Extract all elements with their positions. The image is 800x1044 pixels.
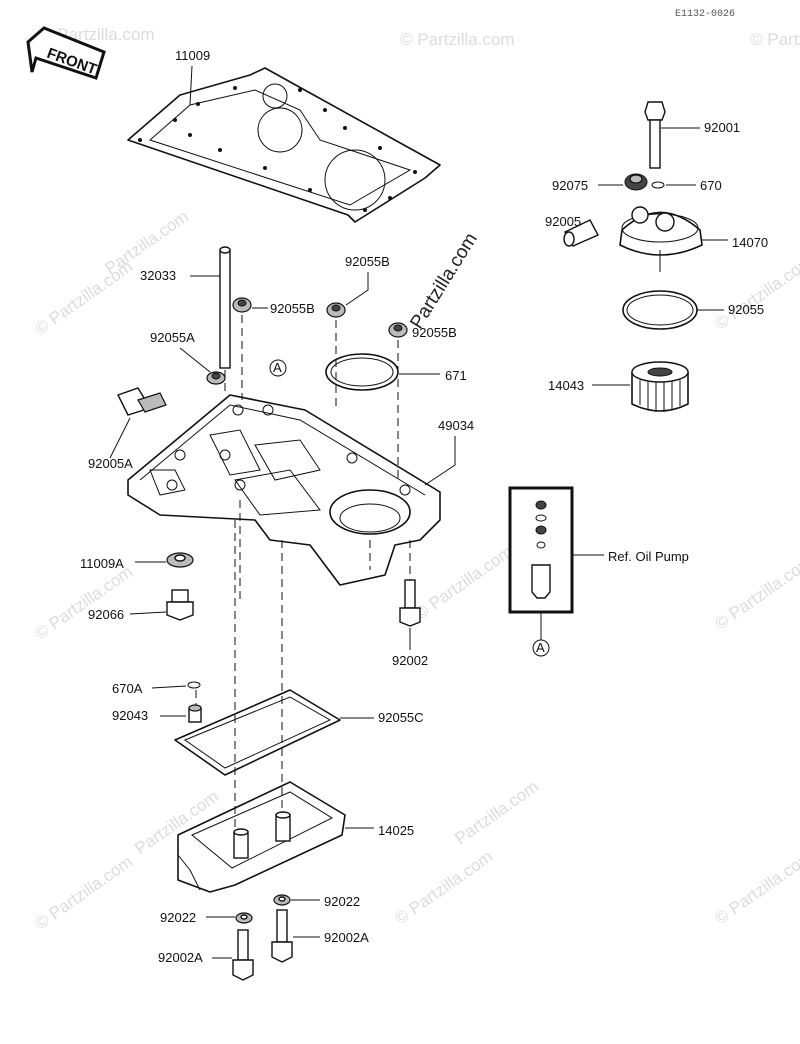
plug-92066 [166, 589, 194, 621]
seal-92055A [206, 371, 226, 385]
pin-32033 [219, 246, 231, 369]
bolt-92002A-right [271, 909, 293, 963]
reference-code: E1132-0026 [675, 9, 735, 20]
part-label-92005: 92005 [545, 214, 581, 229]
part-label-92075: 92075 [552, 178, 588, 193]
part-label-92002A-left: 92002A [158, 950, 203, 965]
part-label-32033: 32033 [140, 268, 176, 283]
callout-a-top: A [269, 359, 287, 377]
o-ring-92055 [622, 290, 698, 330]
part-label-92055B-middle: 92055B [345, 254, 390, 269]
part-label-92002: 92002 [392, 653, 428, 668]
washer-92022-left [235, 912, 253, 924]
watermarks: © Partzilla.com © Partzilla.com © Partzi… [31, 25, 800, 933]
bolt-92001 [644, 101, 666, 169]
part-label-14070: 14070 [732, 235, 768, 250]
part-label-14043: 14043 [548, 378, 584, 393]
watermark-logo-text: Partzilla.com [406, 229, 481, 332]
part-label-92005A: 92005A [88, 456, 133, 471]
part-label-92043: 92043 [112, 708, 148, 723]
part-label-92002A-right: 92002A [324, 930, 369, 945]
part-label-14025: 14025 [378, 823, 414, 838]
callout-a-text: A [536, 640, 545, 655]
part-label-92055B-left: 92055B [270, 301, 315, 316]
fitting-92005A [117, 387, 167, 416]
part-label-92022-right: 92022 [324, 894, 360, 909]
seal-92075 [624, 173, 648, 191]
cover-14070 [619, 206, 703, 272]
watermark-text: Partzilla.com [131, 787, 222, 858]
part-label-92055A: 92055A [150, 330, 195, 345]
watermark-text: © Partzilla.com [750, 30, 800, 49]
seal-92055B-middle [326, 302, 346, 318]
part-label-671: 671 [445, 368, 467, 383]
part-label-92055B-right: 92055B [412, 325, 457, 340]
watermark-text: © Partzilla.com [391, 847, 496, 928]
ref-oil-pump-box [508, 486, 574, 614]
seal-92055B-left [232, 297, 252, 313]
watermark-text: © Partzilla.com [711, 252, 800, 333]
part-label-92022-left: 92022 [160, 910, 196, 925]
part-label-670A: 670A [112, 681, 143, 696]
watermark-text: Partzilla.com [451, 777, 542, 848]
collar-92043 [188, 704, 202, 723]
part-label-49034: 49034 [438, 418, 474, 433]
bolt-92002A-left [232, 929, 254, 981]
part-label-92001: 92001 [704, 120, 740, 135]
o-ring-671 [325, 353, 399, 391]
alignment-lines [195, 315, 411, 830]
part-label-670: 670 [700, 178, 722, 193]
part-label-11009A: 11009A [80, 556, 124, 571]
o-ring-670A [187, 681, 201, 689]
seal-92055B-right [388, 322, 408, 338]
watermark-text: © Partzilla.com [411, 542, 516, 623]
watermark-text: © Partzilla.com [400, 30, 515, 49]
ref-oil-pump-label: Ref. Oil Pump [608, 549, 689, 564]
callout-a-bottom: A [532, 639, 550, 657]
part-label-11009: 11009 [175, 48, 210, 63]
gasket-92055C [174, 689, 341, 776]
part-label-92055: 92055 [728, 302, 764, 317]
watermark-text: © Partzilla.com [711, 552, 800, 633]
callout-a-text: A [273, 360, 282, 375]
washer-11009A [166, 552, 194, 568]
oil-pan-14025 [177, 781, 346, 893]
front-arrow-icon: FRONT [26, 26, 106, 80]
part-label-92066: 92066 [88, 607, 124, 622]
housing-49034 [127, 394, 441, 586]
watermark-text: © Partzilla.com [31, 852, 136, 933]
washer-92022-right [273, 894, 291, 906]
o-ring-670 [651, 181, 665, 189]
filter-14043 [631, 361, 689, 412]
gasket-11009 [127, 67, 441, 223]
watermark-text: © Partzilla.com [31, 562, 136, 643]
fitting-92005 [563, 219, 599, 247]
watermark-text: © Partzilla.com [711, 847, 800, 928]
part-label-92055C: 92055C [378, 710, 424, 725]
